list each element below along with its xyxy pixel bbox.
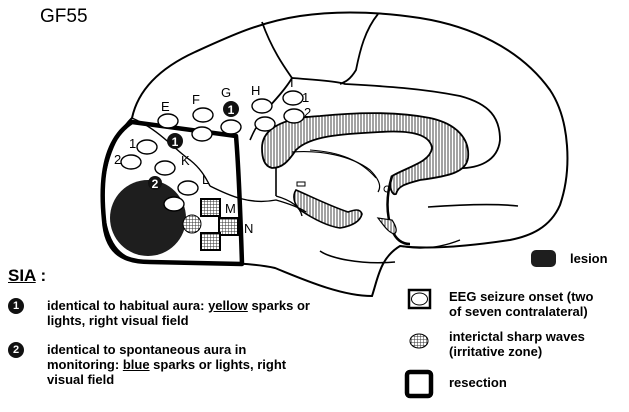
pituitary (376, 217, 397, 235)
label-f: F (192, 92, 200, 107)
sia-badge-1: 1 (8, 298, 24, 314)
sia-marker-label: 1 (172, 135, 179, 149)
seizure-onset-square (200, 198, 221, 217)
sulcus-line (261, 21, 293, 79)
sia-marker-1-e (167, 133, 183, 149)
electrode-h-lower (254, 116, 276, 132)
sia-item-2-emph: blue (122, 357, 150, 372)
label-m: M (225, 201, 236, 216)
electrode-i2 (283, 108, 305, 124)
seizure-onset-square (200, 232, 221, 251)
label-i2: 2 (304, 105, 311, 120)
legend-sharp-line1: interictal sharp waves (449, 329, 585, 344)
sia-heading: SIA : (8, 266, 46, 286)
sia-marker-label: 2 (152, 177, 159, 191)
electrode-i1 (282, 90, 304, 106)
legend-eeg-line1: EEG seizure onset (two (449, 289, 594, 304)
electrode-inner-white (163, 196, 185, 212)
legend-interictal: interictal sharp waves (irritative zone) (449, 329, 585, 359)
electrode-h-upper (251, 98, 273, 114)
electrode-f-lower (191, 126, 213, 142)
sia-item-1-pre: identical to habitual aura: (47, 298, 209, 313)
resection-outline (100, 119, 245, 267)
electrode-contacts (120, 90, 305, 212)
label-k: K (181, 153, 190, 168)
sulcus-line (209, 185, 307, 213)
sulcus-line (399, 239, 461, 249)
electrode-e-upper (157, 113, 179, 129)
label-g: G (221, 85, 231, 100)
label-2: 2 (114, 152, 121, 167)
figure-title: GF55 (40, 6, 88, 27)
sia-item-2: 2 identical to spontaneous aura in monit… (8, 342, 378, 392)
sia-heading-text: SIA (8, 266, 36, 285)
tiny-marker (296, 181, 306, 187)
label-1: 1 (129, 136, 136, 151)
sia-item-2-line1: identical to spontaneous aura in (47, 342, 247, 357)
electrode-k (154, 160, 176, 176)
electrode-g-lower (220, 119, 242, 135)
sia-item-2-line3: visual field (47, 372, 115, 387)
fornix (309, 149, 377, 179)
sia-item-2-post: sparks or lights, right (149, 357, 287, 372)
sia-marker-label: 1 (228, 103, 235, 117)
electrode-l (177, 180, 199, 196)
legend-sharp-line2: (irritative zone) (449, 344, 543, 359)
resection-legend-icon (404, 369, 434, 399)
sia-heading-colon: : (40, 266, 47, 285)
sia-item-1-text: identical to habitual aura: yellow spark… (47, 298, 377, 328)
label-h: H (251, 83, 260, 98)
legend-eeg-onset: EEG seizure onset (two of seven contrala… (449, 289, 593, 319)
interictal-zone (182, 214, 202, 234)
legend-resection-label: resection (449, 375, 507, 390)
electrode-f-upper (192, 107, 214, 123)
sia-item-1-emph: yellow (208, 298, 248, 313)
sulcus-line (339, 13, 379, 85)
sulcus-line (291, 77, 501, 170)
fornix (291, 151, 381, 193)
sia-item-2-text: identical to spontaneous aura in monitor… (47, 342, 377, 387)
lesion-legend-icon (531, 250, 556, 267)
sia-item-1-post: sparks or (247, 298, 310, 313)
label-e: E (161, 99, 170, 114)
sulcus-line (427, 203, 519, 208)
anterior-commissure (383, 185, 391, 193)
stem-line (275, 195, 303, 217)
label-i1: 1 (302, 90, 309, 105)
sia-badge-2: 2 (8, 342, 24, 358)
sia-item-2-pre: monitoring: (47, 357, 123, 372)
eeg-onset-legend-oval (411, 292, 428, 306)
legend-eeg-line2: of seven contralateral) (449, 304, 588, 319)
sulcus-line (319, 250, 396, 264)
seizure-onset-square (218, 217, 239, 236)
sia-marker-1-g (223, 101, 239, 117)
sia-marker-2-lesion (148, 176, 162, 190)
label-l: L (202, 172, 209, 187)
legend-lesion-label: lesion (570, 251, 608, 266)
label-i: I (290, 75, 294, 90)
label-n: N (244, 221, 253, 236)
sia-item-1: 1 identical to habitual aura: yellow spa… (8, 298, 378, 332)
corpus-callosum (261, 112, 470, 196)
sia-item-1-line2: lights, right visual field (47, 313, 189, 328)
electrode-1 (136, 139, 158, 155)
lesion (110, 180, 186, 256)
electrode-2 (120, 154, 142, 170)
hippocampal-structure (293, 189, 363, 229)
sulcus-line (131, 117, 211, 187)
interictal-legend-icon (409, 333, 429, 349)
